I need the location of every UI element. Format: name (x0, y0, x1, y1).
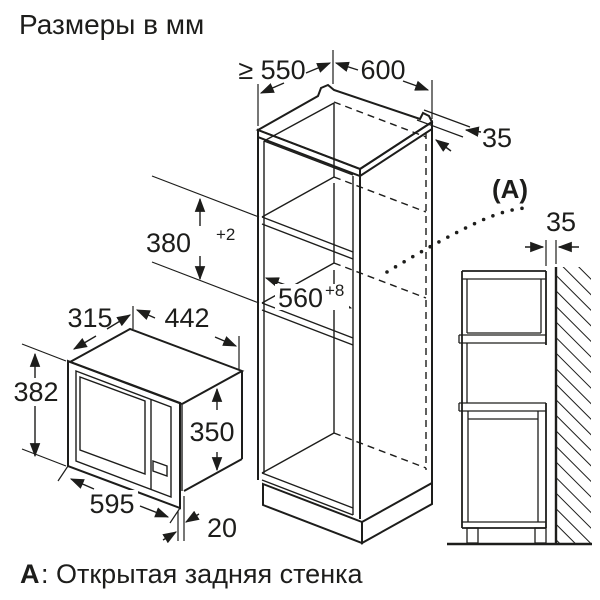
cabinet-top-face (255, 83, 434, 171)
microwave-body-bottom-right-edge (183, 458, 243, 492)
cabinet-hidden-shelf1-back-edge (333, 176, 427, 213)
rear-strip-ext-2 (416, 119, 464, 138)
callout-a: (А) (385, 174, 530, 274)
dim-cabinet-top: ≥ 550 600 (238, 50, 433, 126)
dim-mw-body-width-label: 442 (164, 303, 209, 333)
dim-depth-min-label: ≥ 550 (238, 55, 305, 85)
dim-mw-front-height-label: 382 (13, 377, 58, 407)
shelf1-front-top-edge (261, 216, 354, 253)
niche-height-label-bg (142, 226, 240, 256)
cabinet-isometric-drawing (255, 83, 434, 545)
wall-hatch-area (557, 267, 591, 544)
shelf1-front-bottom-edge (261, 223, 354, 260)
niche-height-ext-top (151, 175, 260, 218)
mw-height-ext-top (21, 343, 67, 362)
cabinet-bottom-front-top-edge (261, 472, 354, 509)
dim-mw-front-width: 595 (57, 465, 181, 524)
callout-a-label: (А) (492, 174, 528, 204)
dim-mw-front-height: 382 (10, 343, 67, 467)
mw-height-label-bg (10, 378, 62, 406)
dim-mw-body-height: 350 (186, 387, 238, 472)
dim-mw-front-width-label: 595 (89, 489, 134, 519)
side-section-view (447, 267, 592, 546)
cabinet-hidden-top-back-edge (333, 101, 427, 138)
dim-wall-gap: 35 (525, 207, 579, 266)
dim-mw-overhang-label: 20 (207, 513, 237, 543)
rear-strip-arrow-1 (464, 126, 482, 137)
cabinet-ceiling-left-receding-edge (263, 102, 335, 142)
microwave-display (152, 460, 168, 477)
mw-front-width-label-bg (86, 490, 138, 517)
rear-strip-ext-1 (423, 109, 471, 128)
footnote: А : Открытая задняя стенка (20, 559, 364, 589)
cabinet-top-right-edge-band (359, 120, 433, 178)
dim-mw-overhang: 20 (162, 496, 237, 544)
cabinet-plinth-right-face (361, 481, 433, 545)
rear-strip-arrow-2 (435, 139, 452, 152)
cabinet-bottom-left-receding-edge (261, 432, 335, 474)
footnote-text: : Открытая задняя стенка (41, 559, 364, 589)
mw-front-width-ext-left (57, 465, 69, 482)
depth-arrow-outer (259, 82, 285, 94)
dim-niche-width: 560 +8 (264, 277, 353, 313)
mw-overhang-arrow-left (162, 531, 177, 544)
mw-body-height-label-bg (186, 414, 238, 446)
mw-width-arrow-inner (135, 309, 156, 321)
microwave-door-window (79, 375, 146, 476)
cabinet-hidden-bottom-back-edge (333, 432, 427, 469)
width-arrow-outer (402, 80, 430, 91)
cabinet-hidden-shelf2-back-edge (333, 262, 427, 299)
dim-niche-width-tolerance: +8 (325, 281, 344, 300)
callout-a-dotted-leader-line (385, 206, 530, 274)
dim-top-width-label: 600 (360, 55, 405, 85)
side-cabinet-foot-right (534, 527, 547, 544)
dim-mw-depth-and-width: 315 442 (67, 303, 240, 369)
shelf1-left-receding-edge (261, 176, 335, 218)
dim-niche-width-label: 560 (278, 283, 323, 313)
dim-mw-body-height-label: 350 (189, 417, 234, 447)
mw-depth-arrow-inner (106, 314, 131, 330)
dim-rear-strip-label: 35 (482, 123, 512, 153)
dim-niche-height-tolerance: +2 (216, 225, 235, 244)
cabinet-bottom-front-bottom-edge (261, 479, 354, 516)
dim-niche-height: 380 +2 (142, 175, 260, 304)
side-cabinet-foot-left (466, 527, 479, 544)
depth-arrow-inner (305, 62, 332, 74)
microwave-door-inner-frame (75, 369, 172, 499)
mw-front-width-ext-right (169, 507, 181, 524)
footnote-marker: А (20, 559, 40, 589)
cabinet-top-underside-edge (263, 140, 354, 176)
microwave-body-top-face (67, 327, 245, 406)
microwave-door-outer-frame (67, 359, 181, 510)
mw-overhang-arrow-right (185, 510, 200, 523)
niche-width-label-bg (275, 284, 349, 310)
cabinet-top-front-edge-band (257, 128, 361, 178)
width-arrow-inner (334, 61, 359, 72)
mw-depth-arrow-outer (72, 335, 97, 350)
mw-width-arrow-outer (214, 336, 238, 347)
mw-height-ext-bottom (21, 448, 67, 467)
niche-height-ext-bottom (151, 261, 260, 304)
dim-niche-height-label: 380 (146, 228, 191, 258)
shelf2-front-bottom-edge (261, 309, 354, 346)
dim-rear-strip: 35 (416, 109, 512, 153)
dim-wall-gap-label: 35 (546, 207, 576, 237)
dim-mw-depth-label: 315 (67, 303, 112, 333)
page-title: Размеры в мм (19, 9, 204, 40)
mw-front-width-arrow-left (69, 478, 95, 490)
mw-front-width-arrow-right (139, 505, 170, 518)
